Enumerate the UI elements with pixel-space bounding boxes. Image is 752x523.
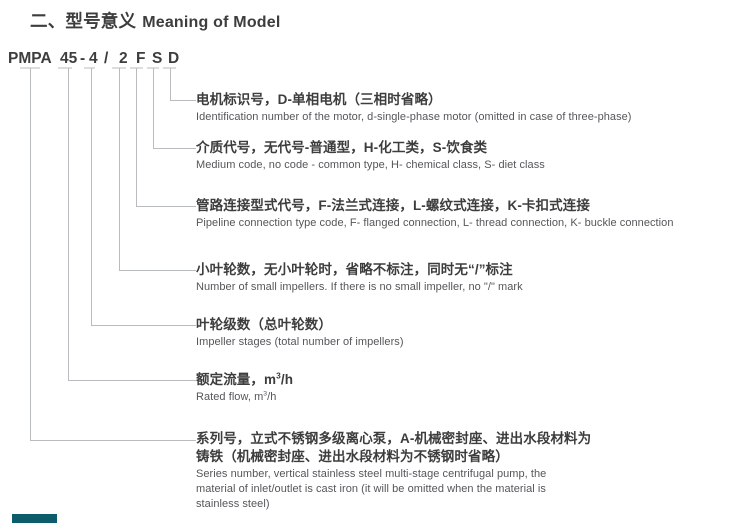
row-series-number: 系列号，立式不锈钢多级离心泵，A-机械密封座、进出水段材料为铸铁（机械密封座、进… (196, 430, 596, 512)
row-small-impellers-en: Number of small impellers. If there is n… (196, 281, 523, 293)
row-impeller-stages: 叶轮级数（总叶轮数） Impeller stages (total number… (196, 316, 404, 350)
row-impeller-stages-en: Impeller stages (total number of impelle… (196, 336, 404, 348)
model-code-segment-5: 2 (119, 50, 128, 67)
page-title-en: Meaning of Model (142, 14, 281, 31)
row-motor-identification: 电机标识号，D-单相电机（三相时省略） Identification numbe… (196, 91, 632, 125)
row-rated-flow: 额定流量，m3/h Rated flow, m3/h (196, 371, 293, 405)
page-title: 二、型号意义 Meaning of Model (30, 8, 281, 33)
row-rated-flow-en: Rated flow, m3/h (196, 390, 293, 405)
row-series-number-en: Series number, vertical stainless steel … (196, 468, 547, 510)
row-rated-flow-cn: 额定流量，m3/h (196, 371, 293, 389)
model-code-segment-2: - (80, 50, 86, 67)
model-code-segment-4: / (104, 50, 109, 67)
model-code-segment-1: 45 (60, 50, 78, 67)
row-small-impellers-cn: 小叶轮数，无小叶轮时，省略不标注，同时无“/”标注 (196, 262, 513, 277)
model-code-segment-7: S (152, 50, 163, 67)
model-code-segment-3: 4 (89, 50, 98, 67)
row-impeller-stages-cn: 叶轮级数（总叶轮数） (196, 317, 332, 332)
row-pipeline-connection: 管路连接型式代号，F-法兰式连接，L-螺纹式连接，K-卡扣式连接 Pipelin… (196, 197, 674, 231)
row-medium-code: 介质代号，无代号-普通型，H-化工类，S-饮食类 Medium code, no… (196, 139, 545, 173)
row-series-number-cn: 系列号，立式不锈钢多级离心泵，A-机械密封座、进出水段材料为铸铁（机械密封座、进… (196, 431, 592, 464)
row-pipeline-connection-en: Pipeline connection type code, F- flange… (196, 217, 674, 229)
row-motor-identification-cn: 电机标识号，D-单相电机（三相时省略） (196, 92, 442, 107)
row-rated-flow-en-pre: Rated flow, m (196, 391, 264, 403)
model-code-segment-6: F (136, 50, 146, 67)
row-pipeline-connection-cn: 管路连接型式代号，F-法兰式连接，L-螺纹式连接，K-卡扣式连接 (196, 198, 590, 213)
row-motor-identification-en: Identification number of the motor, d-si… (196, 111, 632, 123)
row-medium-code-en: Medium code, no code - common type, H- c… (196, 159, 545, 171)
model-code-segment-0: PMPA (8, 50, 52, 67)
row-rated-flow-cn-post: /h (280, 372, 294, 387)
row-rated-flow-cn-pre: 额定流量，m (196, 372, 277, 387)
row-rated-flow-cn-sup: 3 (276, 370, 281, 381)
page-title-cn: 二、型号意义 (30, 11, 137, 31)
row-rated-flow-en-post: /h (267, 391, 277, 403)
row-medium-code-cn: 介质代号，无代号-普通型，H-化工类，S-饮食类 (196, 140, 488, 155)
bottom-accent-bar (12, 514, 57, 523)
row-rated-flow-en-sup: 3 (263, 390, 268, 398)
model-code-segment-8: D (168, 50, 180, 67)
row-small-impellers: 小叶轮数，无小叶轮时，省略不标注，同时无“/”标注 Number of smal… (196, 261, 523, 295)
